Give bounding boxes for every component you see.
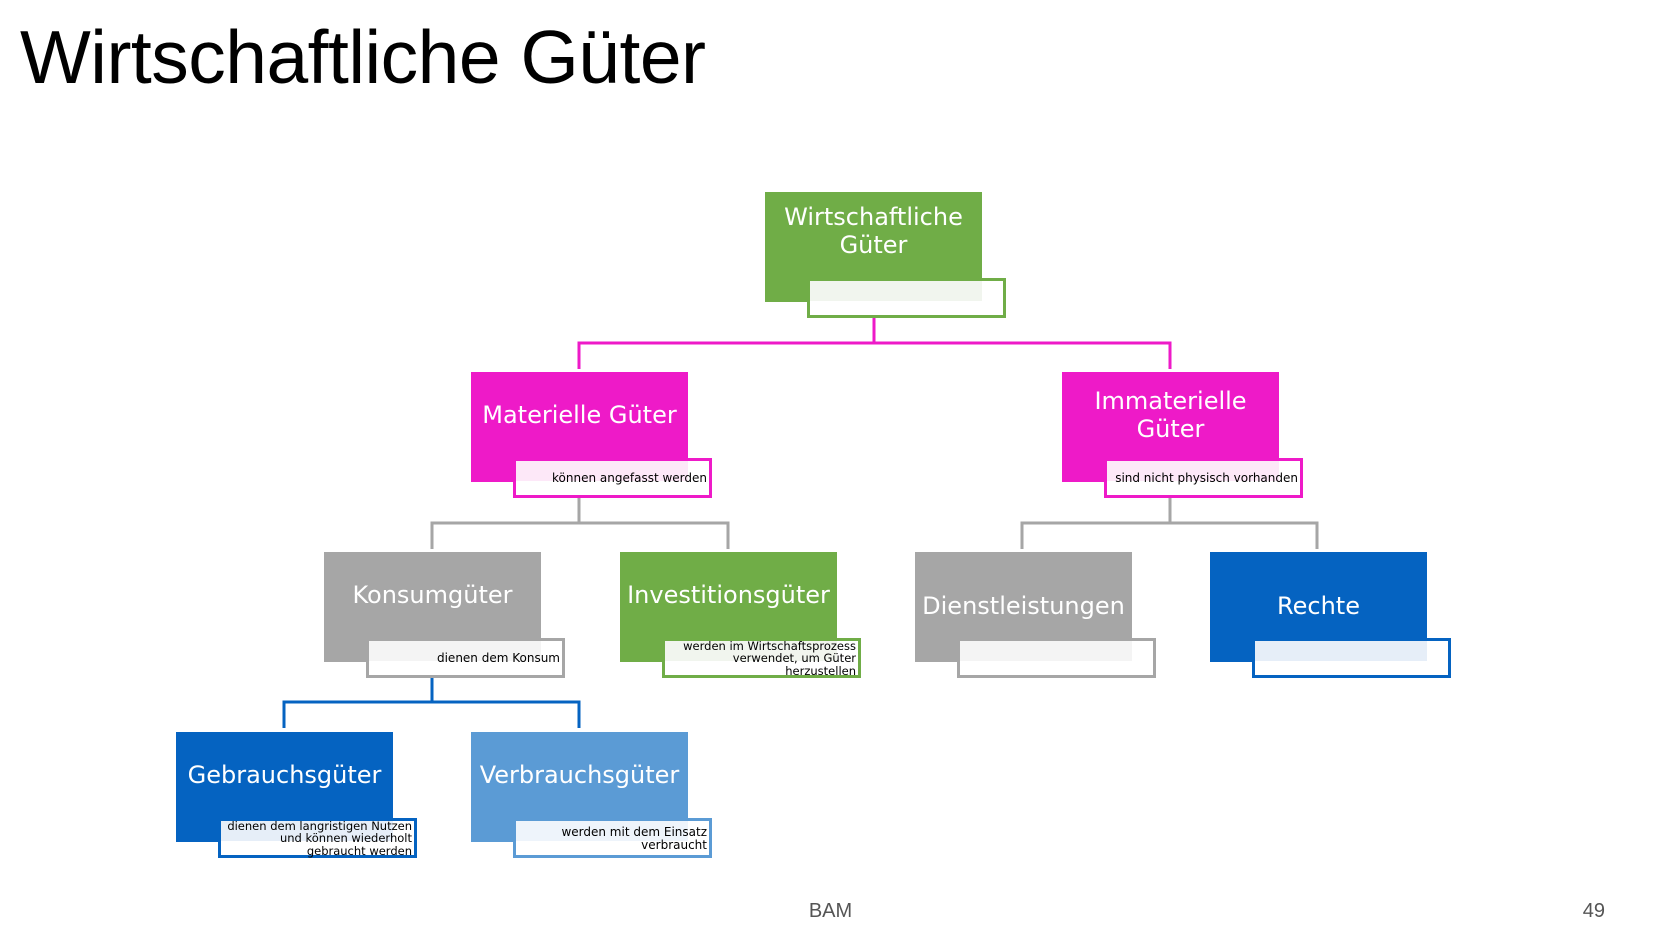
- node-materielle-subtext: können angefasst werden: [513, 458, 712, 498]
- node-rechte: Rechte: [1210, 552, 1451, 678]
- node-root: Wirtschaftliche Güter: [765, 192, 1006, 318]
- node-verbrauch-subtext: werden mit dem Einsatz verbraucht: [513, 818, 712, 858]
- node-immaterielle: Immaterielle Güter sind nicht physisch v…: [1062, 372, 1303, 498]
- node-verbrauch: Verbrauchsgüter werden mit dem Einsatz v…: [471, 732, 712, 858]
- page-number: 49: [1582, 900, 1605, 922]
- node-konsum: Konsumgüter dienen dem Konsum: [324, 552, 565, 678]
- slide-title: Wirtschaftliche Güter: [20, 15, 706, 99]
- node-investition-subtext: werden im Wirtschaftsprozess verwendet, …: [662, 638, 861, 678]
- node-gebrauch: Gebrauchsgüter dienen dem langristigen N…: [176, 732, 417, 858]
- connector-konsum-children: [282, 700, 581, 728]
- node-gebrauch-subtext: dienen dem langristigen Nutzen und könne…: [218, 818, 417, 858]
- node-investition: Investitionsgüter werden im Wirtschaftsp…: [620, 552, 861, 678]
- node-rechte-subtext: [1252, 638, 1451, 678]
- node-root-subtext: [807, 278, 1006, 318]
- node-materielle: Materielle Güter können angefasst werden: [471, 372, 712, 498]
- node-konsum-subtext: dienen dem Konsum: [366, 638, 565, 678]
- footer-label: BAM: [808, 900, 853, 922]
- node-dienst: Dienstleistungen: [915, 552, 1156, 678]
- node-dienst-subtext: [957, 638, 1156, 678]
- connector-root-children: [577, 341, 1172, 369]
- connector-immaterielle-children: [1020, 521, 1319, 549]
- connector-materielle-children: [430, 521, 730, 549]
- node-immaterielle-subtext: sind nicht physisch vorhanden: [1104, 458, 1303, 498]
